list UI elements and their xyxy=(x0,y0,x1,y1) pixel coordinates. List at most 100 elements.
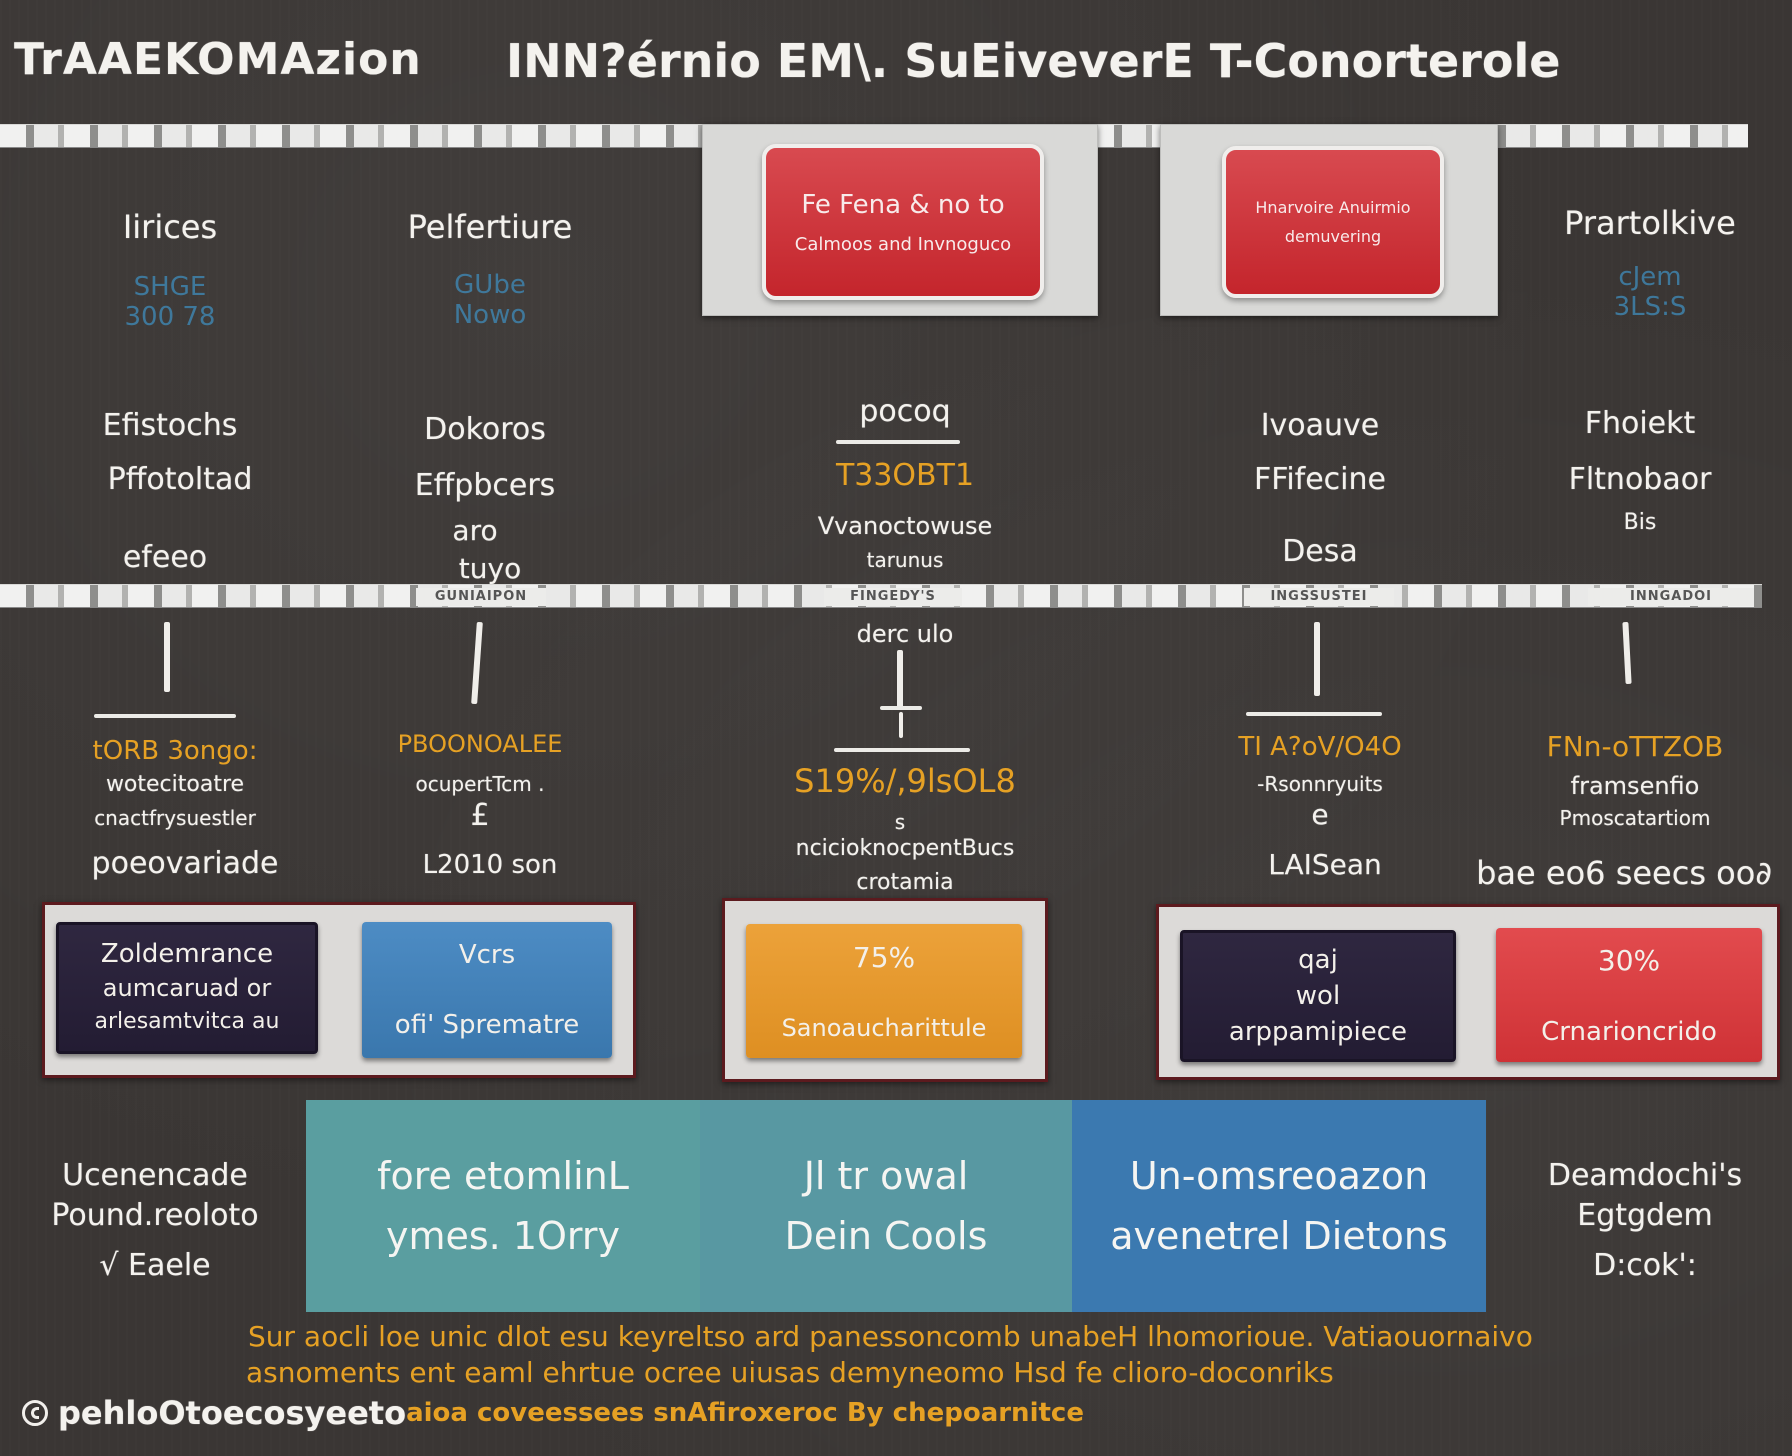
band-segment-2-line: Dein Cools xyxy=(784,1214,988,1258)
column-3-body-line: Vvanoctowuse xyxy=(817,512,993,540)
top-card-1-line1: Fe Fena & no to xyxy=(801,189,1005,220)
tile-3[interactable]: 75% Sanoaucharittule xyxy=(746,924,1022,1058)
column-2-detail-line: ocupertTcm . xyxy=(415,772,545,796)
tile-4-line: wol xyxy=(1295,981,1341,1011)
bottom-left-label: Ucenencade Pound.reoloto √ Eaele xyxy=(30,1156,280,1286)
bottom-left-line: Ucenencade xyxy=(62,1158,248,1193)
band-segment-2-line: Jl tr owal xyxy=(803,1154,969,1198)
stripe-tag: FINGEDY'S xyxy=(824,588,962,606)
footnote-line-2: asnoments ent eaml ehrtue ocree uiusas d… xyxy=(246,1356,1334,1389)
column-2-orange-label: PBOONOALEE xyxy=(397,730,563,758)
column-1-detail-line: cnactfrysuestler xyxy=(94,806,256,830)
column-1-detail-line: wotecitoatre xyxy=(105,772,245,797)
column-5-heading: Prartolkive xyxy=(1564,204,1736,242)
down-arrow-icon xyxy=(897,650,903,708)
brand-title: TrAAEKOMAzion xyxy=(14,34,422,85)
down-arrow-icon xyxy=(471,621,483,705)
column-3-arrow-base xyxy=(880,706,922,710)
column-5-body-line: Bis xyxy=(1623,510,1657,535)
column-2-detail-line: £ xyxy=(470,798,490,833)
column-1-orange-label: tORB 3ongo: xyxy=(92,736,258,766)
column-2-blue-line: GUbe xyxy=(454,270,526,300)
column-1-body-line: efeeo xyxy=(122,540,208,575)
column-4-body-line: Desa xyxy=(1282,534,1358,569)
band-segment-2[interactable]: Jl tr owal Dein Cools xyxy=(700,1100,1072,1312)
column-1-heading: Iirices xyxy=(122,208,218,246)
column-2-blue-line: Nowo xyxy=(453,300,527,330)
top-card-1-line2: Calmoos and Invnoguco xyxy=(794,233,1012,255)
tile-5-line: Crnarioncrido xyxy=(1541,1016,1717,1047)
copyright-icon xyxy=(22,1400,48,1426)
column-5-orange-label: FNn-oTTZOB xyxy=(1546,730,1724,763)
column-5-detail-line: framsenfio xyxy=(1570,772,1700,800)
tile-4[interactable]: qaj wol arppamipiece xyxy=(1180,930,1456,1062)
column-1-blue-line: SHGE xyxy=(133,272,207,302)
band-segment-3[interactable]: Un-omsreoazon avenetrel Dietons xyxy=(1072,1100,1486,1312)
tile-3-line: Sanoaucharittule xyxy=(781,1013,987,1042)
bottom-right-line: Deamdochi's xyxy=(1547,1158,1743,1193)
band-segment-1-line: fore etomlinL xyxy=(377,1154,629,1198)
band-segment-3-line: Un-omsreoazon xyxy=(1129,1154,1429,1198)
tile-5[interactable]: 30% Crnarioncrido xyxy=(1496,928,1762,1062)
column-1-footer: poeovariade xyxy=(91,846,279,881)
column-4-footer: LAISean xyxy=(1268,848,1382,881)
credit-line: pehloOtoecosyeeto aioa coveessees snAfir… xyxy=(22,1394,1084,1432)
top-card-2[interactable]: Hnarvoire Anuirmio demuvering xyxy=(1222,146,1444,298)
stripe-tag: INNGADOI xyxy=(1588,588,1754,606)
column-5-body-line: Fltnobaor xyxy=(1568,462,1712,497)
tile-1-line: arlesamtvitca au xyxy=(94,1009,280,1034)
column-5-blue-line: 3LS:S xyxy=(1613,292,1687,322)
column-4-body-line: FFifecine xyxy=(1254,462,1386,497)
column-3-body-line: tarunus xyxy=(866,548,944,572)
bottom-right-line: Egtgdem xyxy=(1577,1198,1713,1233)
tile-4-line: arppamipiece xyxy=(1228,1017,1408,1047)
top-card-2-line1: Hnarvoire Anuirmio xyxy=(1255,198,1411,217)
bottom-right-line: D:cok': xyxy=(1593,1248,1697,1283)
column-3-detail-line: s xyxy=(894,810,906,834)
column-5-body-line: Fhoiekt xyxy=(1584,406,1696,441)
column-2-body-line: Effpbcers xyxy=(414,468,556,503)
column-3-heading: pocoq xyxy=(859,394,951,429)
band-segment-1-line: ymes. 1Orry xyxy=(386,1214,620,1258)
band-segment-3-line: avenetrel Dietons xyxy=(1110,1214,1448,1258)
tile-4-line: qaj xyxy=(1298,945,1338,975)
column-4-heading: Ivoauve xyxy=(1260,408,1380,443)
column-3-divider-line xyxy=(834,748,970,752)
page-title: INN?érnio EM\. SuEiveverE T-Conorterole xyxy=(506,34,1561,88)
column-3-detail-line: crotamia xyxy=(856,870,954,895)
column-4-detail-line: e xyxy=(1311,798,1329,831)
top-card-2-line2: demuvering xyxy=(1284,227,1382,246)
tile-1-line: aumcaruad or xyxy=(102,974,272,1002)
column-2-blue-label: GUbe Nowo xyxy=(400,270,580,330)
column-4-divider-line xyxy=(1246,712,1382,716)
down-arrow-icon xyxy=(164,622,170,692)
tile-5-line: 30% xyxy=(1597,943,1661,977)
column-1-divider-line xyxy=(94,714,236,718)
top-card-1[interactable]: Fe Fena & no to Calmoos and Invnoguco xyxy=(762,144,1044,300)
bottom-right-label: Deamdochi's Egtgdem D:cok': xyxy=(1520,1156,1770,1286)
tile-2-line: ofi' Sprematre xyxy=(394,1010,580,1040)
column-1-body-line: Pffotoltad xyxy=(107,462,253,497)
band-segment-1[interactable]: fore etomlinL ymes. 1Orry xyxy=(306,1100,700,1312)
column-5-footer: bae eo6 seecs oo∂ xyxy=(1476,854,1772,892)
tile-2-line: Vcrs xyxy=(458,940,516,970)
column-3-detail-line: ncicioknocpentBucs xyxy=(795,836,1015,861)
column-5-detail-line: Pmoscatartiom xyxy=(1559,806,1711,830)
column-1-body-line: Efistochs xyxy=(102,408,238,443)
mid-divider-stripe: GUNIAIPON FINGEDY'S INGSSUSTEI INNGADOI xyxy=(0,584,1762,608)
stripe-tag: GUNIAIPON xyxy=(416,588,546,606)
down-arrow-icon xyxy=(1622,621,1632,685)
tile-2[interactable]: Vcrs ofi' Sprematre xyxy=(362,922,612,1058)
column-2-body-line: tuyo xyxy=(458,552,522,585)
column-1-blue-line: 300 78 xyxy=(124,302,216,332)
footnote-line-1: Sur aocli loe unic dlot esu keyreltso ar… xyxy=(248,1320,1533,1353)
column-5-blue-label: cJem 3LS:S xyxy=(1580,262,1720,322)
credit-suffix: aioa coveessees snAfiroxeroc By chepoarn… xyxy=(406,1398,1084,1428)
column-3-heading-underline xyxy=(836,440,960,444)
stripe-tag: INGSSUSTEI xyxy=(1244,588,1394,606)
column-4-orange-label: TI A?oV/O4O xyxy=(1238,732,1402,762)
tile-1[interactable]: Zoldemrance aumcaruad or arlesamtvitca a… xyxy=(56,922,318,1054)
column-2-footer: L2010 son xyxy=(422,850,558,880)
column-3-orange-label: S19%/,9lsOL8 xyxy=(794,762,1016,800)
column-3-orange-value: T33OBT1 xyxy=(835,458,975,493)
